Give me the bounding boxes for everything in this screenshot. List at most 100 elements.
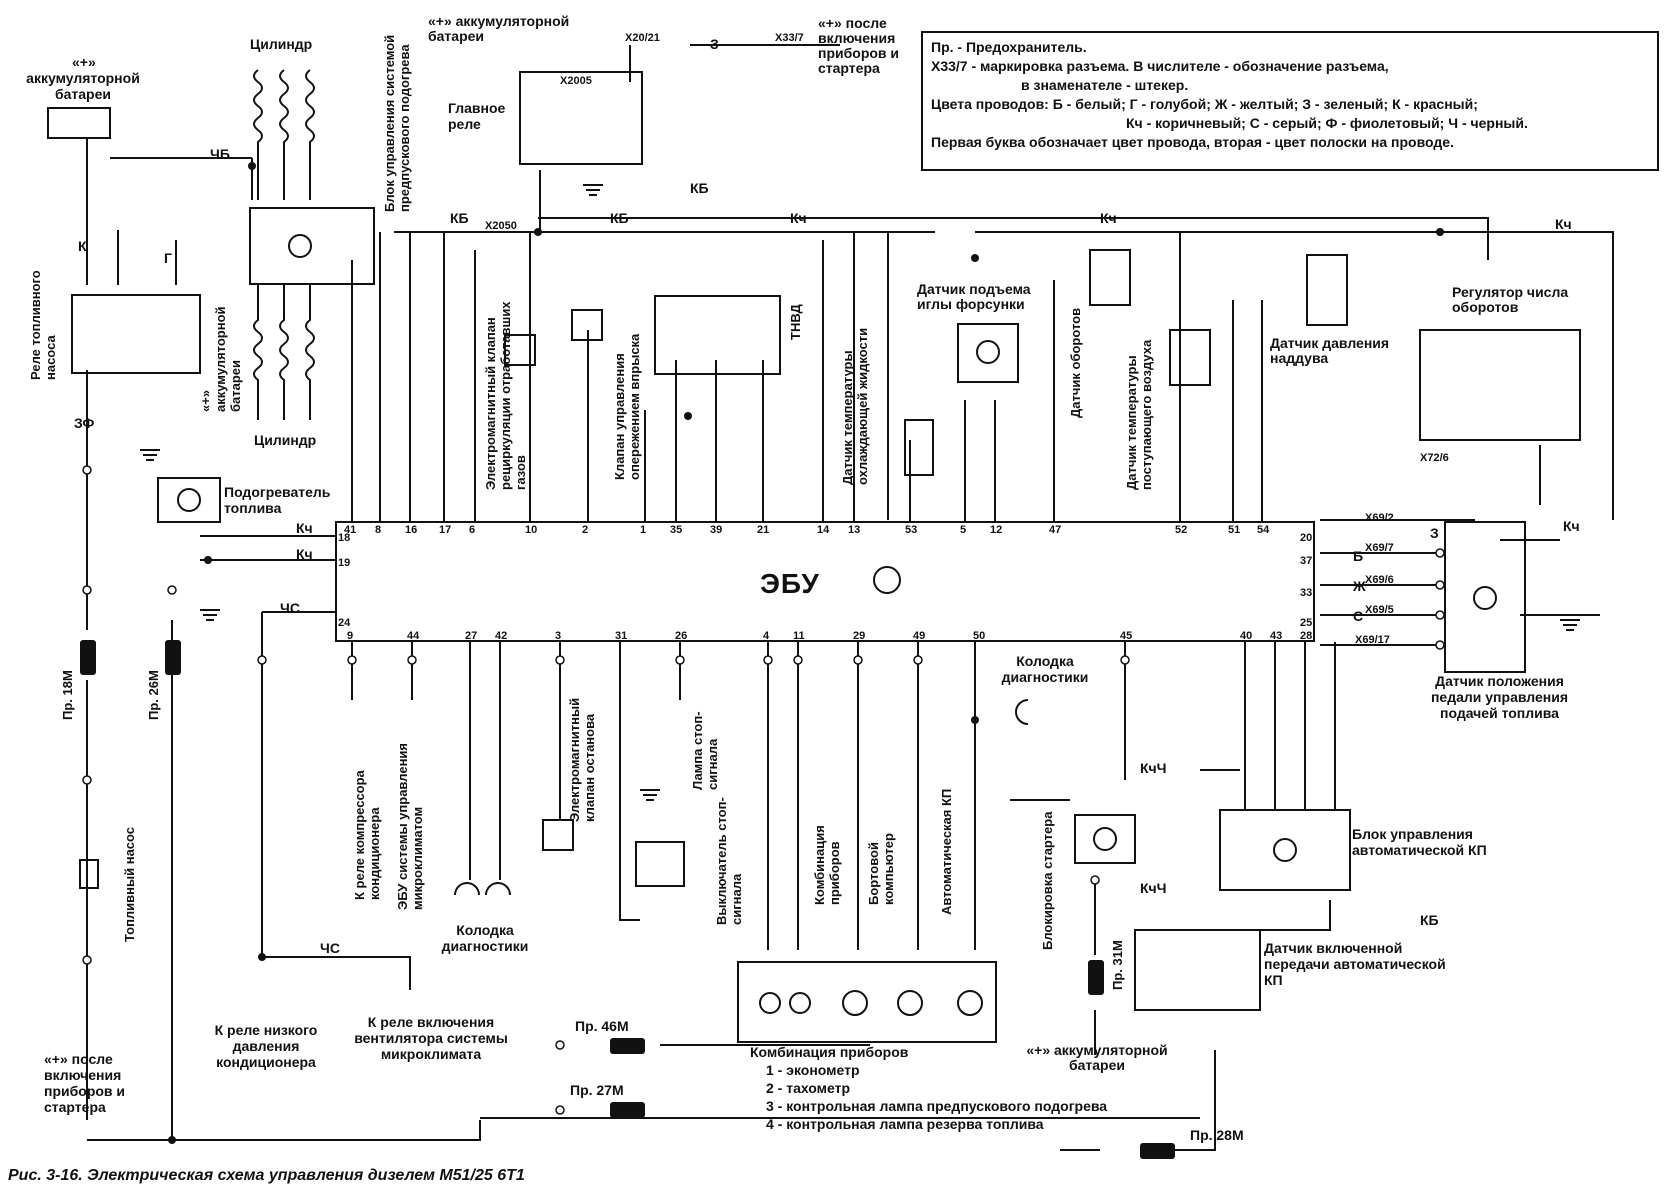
ebu-pin: 2 xyxy=(582,524,589,536)
wire-code-kb-4: КБ xyxy=(1420,912,1439,928)
ebu-pin: 33 xyxy=(1300,587,1313,599)
wire-code-kchch: КчЧ xyxy=(1140,760,1167,776)
fan-relay-label: К реле включения вентилятора системы мик… xyxy=(354,1014,508,1062)
cylinder-bottom-label: Цилиндр xyxy=(254,432,317,448)
wire-code-kch-3: Кч xyxy=(1555,216,1572,232)
fuel-pump-label: Топливный насос xyxy=(122,826,137,942)
legend-line-2: X33/7 - маркировка разъема. В числителе … xyxy=(931,58,1389,74)
bus-kb-top xyxy=(538,217,1489,260)
ebu-pin: 18 xyxy=(338,532,351,544)
cluster-legend-item-4: 4 - контрольная лампа резерва топлива xyxy=(766,1116,1044,1132)
preheat-unit-label: Блок управления системой предпускового п… xyxy=(382,34,412,212)
wire-code-s: С xyxy=(1353,608,1364,624)
battery-bottom-label: «+» аккумуляторной батареи xyxy=(1026,1042,1168,1073)
ebu-pin: 13 xyxy=(848,524,861,536)
boost-sensor-label: Датчик давления наддува xyxy=(1270,335,1390,366)
wire-code-chb: ЧБ xyxy=(210,146,230,162)
wire-code-g: Г xyxy=(164,250,172,266)
ebu-pin: 52 xyxy=(1175,524,1188,536)
wire-code-kch-2: Кч xyxy=(1100,210,1117,226)
ebu-pin: 27 xyxy=(465,630,478,642)
ac-compressor-label: К реле компрессора кондиционера xyxy=(352,770,382,900)
climate-ecu-label: ЭБУ системы управления микроклиматом xyxy=(395,743,425,910)
ebu-pin: 12 xyxy=(990,524,1003,536)
wire-code-kch-5: Кч xyxy=(296,546,313,562)
gear-sensor-label: Датчик включенной передачи автоматическо… xyxy=(1264,940,1446,988)
legend-box: Пр. - Предохранитель. X33/7 - маркировка… xyxy=(921,31,1659,171)
cluster-legend-item-1: 1 - эконометр xyxy=(766,1062,860,1078)
wire-code-kchch-2: КчЧ xyxy=(1140,880,1167,896)
stop-switch-label: Выключатель стоп-сигнала xyxy=(714,797,744,925)
legend-line-6: Первая буква обозначает цвет провода, вт… xyxy=(931,134,1454,150)
cylinder-top-label: Цилиндр xyxy=(250,36,313,52)
ebu-label: ЭБУ xyxy=(760,568,820,599)
injection-valve-label: Клапан управления опережением впрыска xyxy=(612,333,642,480)
pedal-sensor-label: Датчик положения педали управления подач… xyxy=(1430,673,1569,721)
conn-x69-6: X69/6 xyxy=(1365,574,1394,586)
tnvd-label: ТНВД xyxy=(788,304,803,340)
wire-code-zh: Ж xyxy=(1353,578,1366,594)
conn-x72-6: X72/6 xyxy=(1420,452,1449,464)
egr-valve-label: Электромагнитный клапан рециркуляции отр… xyxy=(483,301,528,490)
ebu-pin: 26 xyxy=(675,630,688,642)
wire-code-kch: Кч xyxy=(790,210,807,226)
conn-x2050: X2050 xyxy=(485,220,517,232)
coolant-temp-label: Датчик температуры охлаждающей жидкости xyxy=(840,327,870,485)
ebu-pin: 25 xyxy=(1300,617,1313,629)
conn-x69-2: X69/2 xyxy=(1365,512,1394,524)
ebu-pin: 3 xyxy=(555,630,562,642)
ebu-pin: 51 xyxy=(1228,524,1241,536)
ebu-pin: 42 xyxy=(495,630,508,642)
fuse-26m-label: Пр. 26М xyxy=(146,670,161,720)
fuse-27m-label: Пр. 27М xyxy=(570,1082,624,1098)
after-ignition-top-label: «+» после включения приборов и стартера xyxy=(818,15,900,76)
wire-code-chs: ЧС xyxy=(280,600,300,616)
ebu-pin: 4 xyxy=(763,630,770,642)
ebu-pin: 1 xyxy=(640,524,647,536)
auto-trans-label: Автоматическая КП xyxy=(939,788,954,915)
ebu-pin: 29 xyxy=(853,630,866,642)
ebu-pin: 10 xyxy=(525,524,538,536)
fuel-heater-label: Подогреватель топлива xyxy=(224,484,331,516)
wire-code-kb-3: КБ xyxy=(690,180,709,196)
conn-x2005: X2005 xyxy=(560,75,592,87)
battery-plus-label: «+» xyxy=(72,54,96,70)
ac-low-pressure-label: К реле низкого давления кондиционера xyxy=(214,1022,318,1070)
rpm-sensor-label: Датчик оборотов xyxy=(1068,307,1083,418)
conn-x33-7: X33/7 xyxy=(775,32,804,44)
bus-kch-right xyxy=(975,231,1614,520)
ebu-pin: 49 xyxy=(913,630,926,642)
ebu-pin: 35 xyxy=(670,524,683,536)
fuse-18m-label: Пр. 18М xyxy=(60,670,75,720)
battery-plus-side-label: «+» аккумуляторной батареи xyxy=(198,306,243,412)
legend-line-4: Цвета проводов: Б - белый; Г - голубой; … xyxy=(931,96,1478,112)
wire-code-z-2: З xyxy=(1430,525,1439,541)
ebu-pin: 43 xyxy=(1270,630,1283,642)
ebu-pin: 47 xyxy=(1049,524,1062,536)
ebu-pin: 44 xyxy=(407,630,420,642)
ebu-pin: 14 xyxy=(817,524,830,536)
conn-x20-21: X20/21 xyxy=(625,32,660,44)
ebu-pin: 5 xyxy=(960,524,967,536)
conn-x69-7: X69/7 xyxy=(1365,542,1394,554)
ebu-pin: 28 xyxy=(1300,630,1313,642)
battery-top-left-label: аккумуляторной батареи xyxy=(26,70,140,102)
wire-code-zf: ЗФ xyxy=(74,415,95,431)
ebu-pin: 40 xyxy=(1240,630,1253,642)
ebu-pin: 17 xyxy=(439,524,452,536)
ebu-pin: 16 xyxy=(405,524,418,536)
ebu-pin: 8 xyxy=(375,524,382,536)
ebu-pin: 20 xyxy=(1300,532,1313,544)
cluster-legend-item-2: 2 - тахометр xyxy=(766,1080,851,1096)
fuel-pump-relay-label: Реле топливного насоса xyxy=(28,270,58,380)
at-control-unit-label: Блок управления автоматической КП xyxy=(1352,826,1487,858)
cluster-legend-item-3: 3 - контрольная лампа предпускового подо… xyxy=(766,1098,1108,1114)
speed-regulator-label: Регулятор числа оборотов xyxy=(1452,284,1569,315)
after-ignition-bottom-label: «+» после включения приборов и стартера xyxy=(44,1051,126,1115)
conn-x69-5: X69/5 xyxy=(1365,604,1394,616)
conn-x69-17: X69/17 xyxy=(1355,634,1390,646)
stop-valve-label: Электромагнитный клапан останова xyxy=(567,697,597,822)
wire-code-kb-2: КБ xyxy=(610,210,629,226)
cluster-legend-title: Комбинация приборов xyxy=(750,1044,909,1060)
